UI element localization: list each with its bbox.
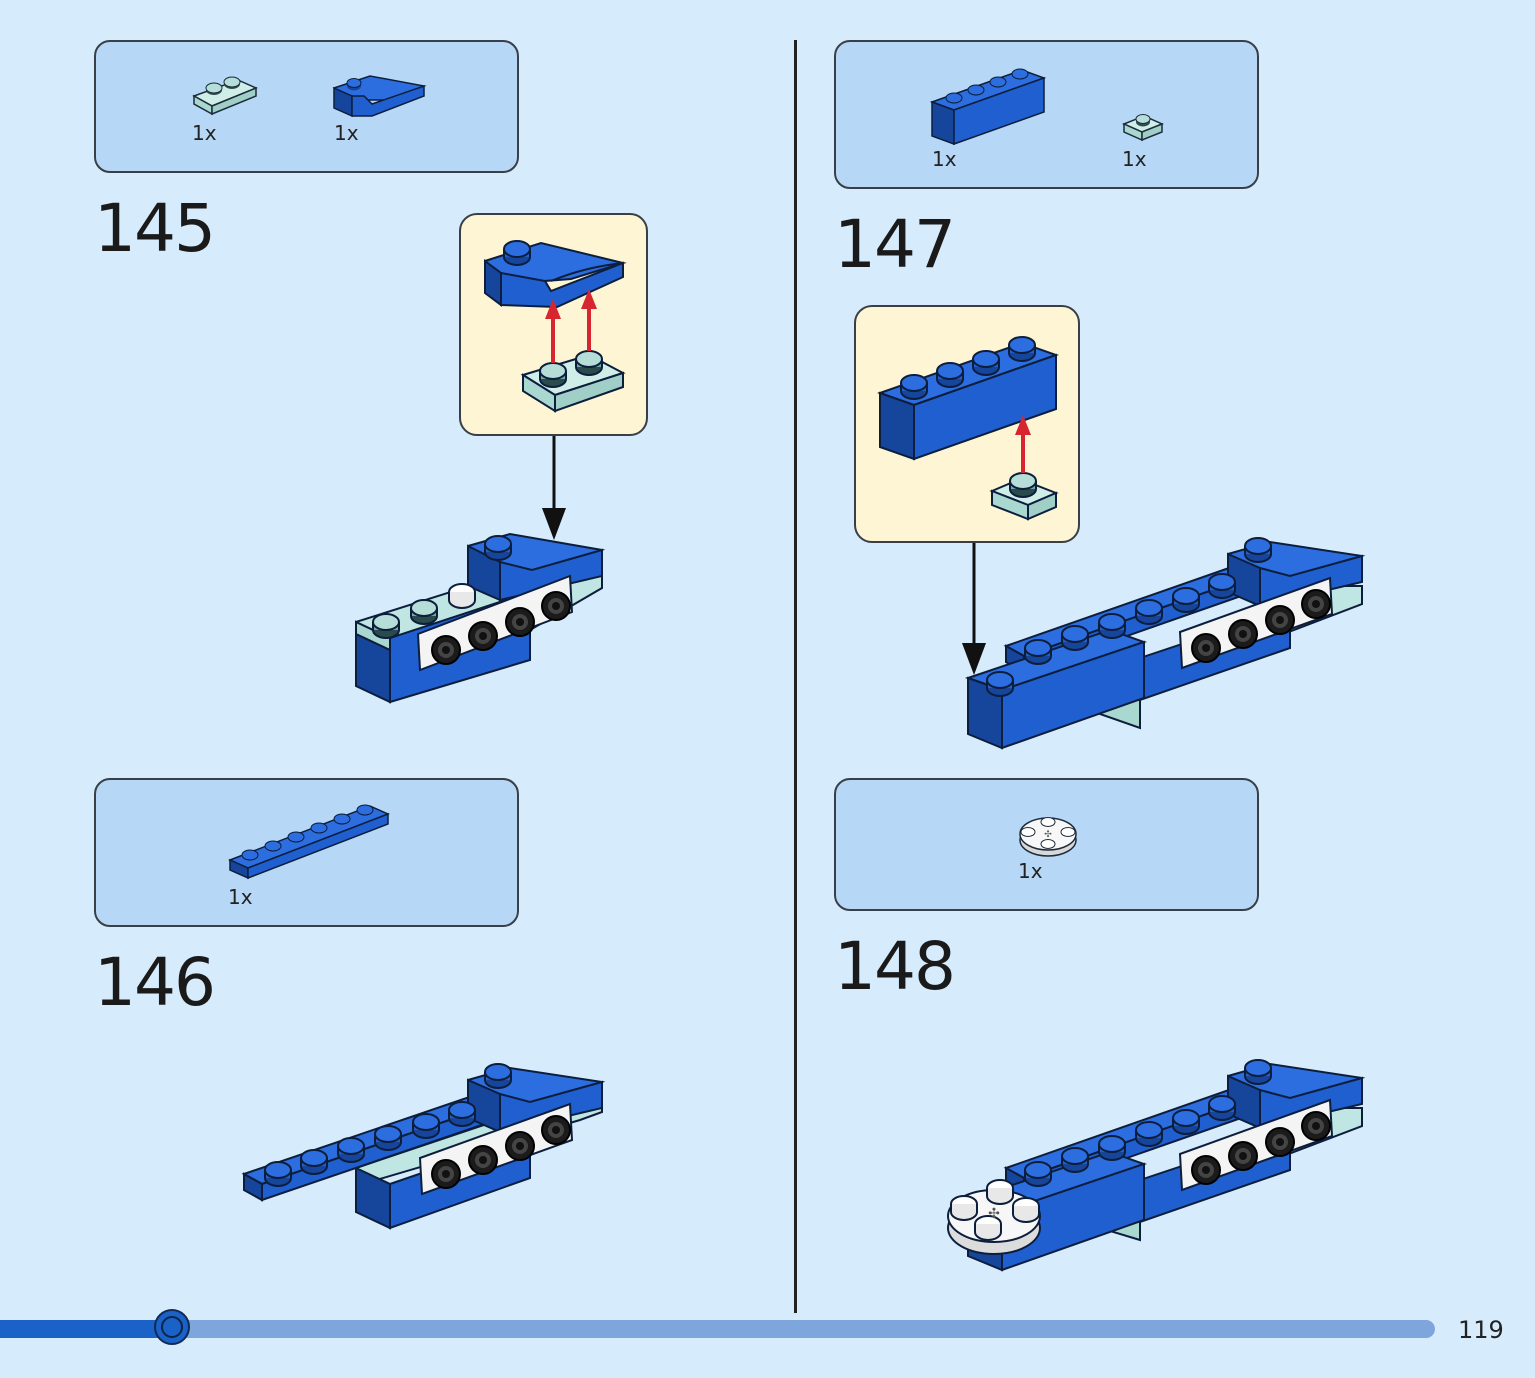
trans-light-blue-plate-1x2-icon (192, 76, 258, 116)
progress-track (0, 1320, 1435, 1338)
blue-brick-1x4-icon (929, 68, 1047, 146)
sub-assembly-illustration (484, 240, 627, 413)
step-number: 147 (834, 206, 956, 283)
trans-light-blue-plate-1x1-icon (1122, 114, 1164, 142)
step-147-model (964, 537, 1366, 750)
part-quantity: 1x (192, 121, 217, 145)
white-round-plate-icon: ✣ (1019, 817, 1077, 857)
progress-fill (0, 1320, 172, 1338)
step-number: 148 (834, 928, 956, 1005)
parts-list-146: 1x (94, 778, 519, 927)
sub-assembly-callout (459, 213, 648, 436)
sub-assembly-illustration (876, 336, 1060, 521)
part-quantity: 1x (228, 885, 253, 909)
part-quantity: 1x (334, 121, 359, 145)
assembly-pointer-arrow (542, 436, 566, 540)
step-148-model: ✣ (947, 1059, 1366, 1272)
part-quantity: 1x (1122, 147, 1147, 171)
part-quantity: 1x (932, 147, 957, 171)
page-number: 119 (1458, 1316, 1504, 1344)
progress-knob (154, 1309, 190, 1345)
svg-text:✣: ✣ (988, 1206, 1000, 1222)
step-number: 146 (94, 944, 216, 1021)
column-divider (794, 40, 797, 1313)
step-145-model (355, 532, 606, 704)
step-146-model (241, 1063, 606, 1230)
svg-text:✣: ✣ (1044, 830, 1052, 840)
assembly-pointer-arrow (962, 543, 986, 675)
parts-list-145: 1x 1x (94, 40, 519, 173)
blue-plate-1x6-icon (228, 804, 390, 880)
parts-list-147: 1x 1x (834, 40, 1259, 189)
step-number: 145 (94, 190, 216, 267)
parts-list-148: ✣ 1x (834, 778, 1259, 911)
part-quantity: 1x (1018, 859, 1043, 883)
sub-assembly-callout (854, 305, 1080, 543)
blue-curved-slope-icon (332, 75, 427, 118)
